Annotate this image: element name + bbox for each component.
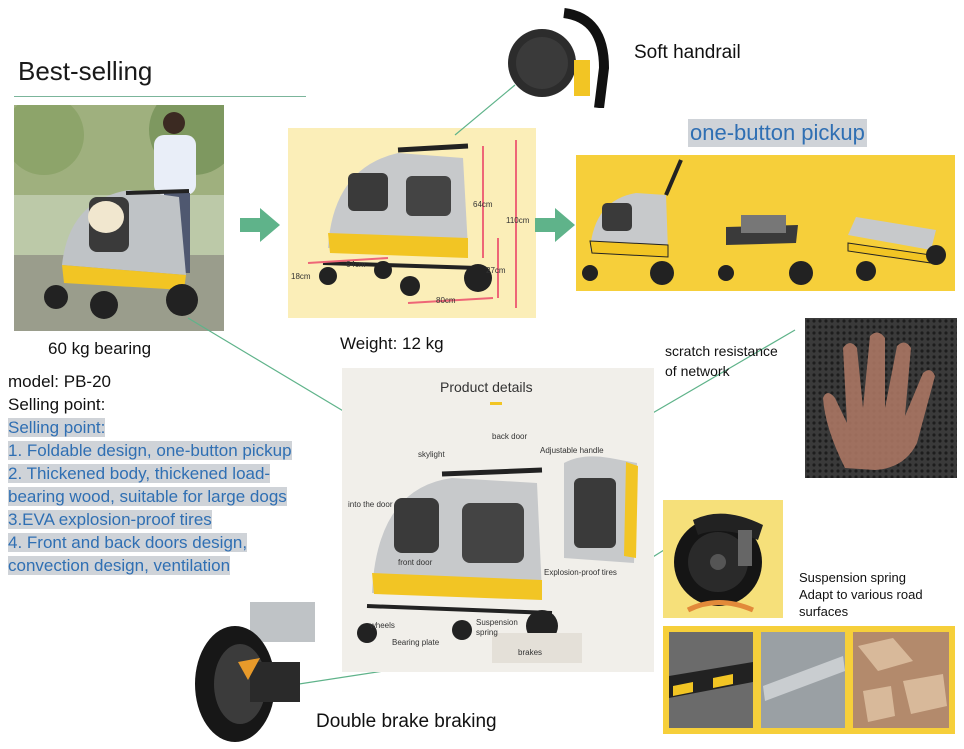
label-adjustable-handle: Adjustable handle	[540, 446, 604, 455]
label-bearing-plate: Bearing plate	[392, 638, 440, 647]
connector-line-handrail	[454, 84, 516, 136]
caption-suspension-1: Suspension spring	[799, 570, 906, 585]
label-skylight: skylight	[418, 450, 445, 459]
label-front-door: front door	[398, 558, 433, 567]
page-title: Best-selling	[18, 56, 153, 86]
caption-suspension-3: surfaces	[799, 604, 849, 619]
dim-width: 64cm	[346, 260, 366, 269]
brake-closeup-photo	[190, 602, 315, 744]
folding-steps-panel	[576, 155, 955, 291]
spec-model: model: PB-20	[8, 372, 111, 391]
spec-point-4b: convection design, ventilation	[8, 556, 231, 575]
mesh-hand-photo	[805, 318, 957, 478]
spec-point-2b: bearing wood, suitable for large dogs	[8, 487, 287, 506]
spec-point-4a: 4. Front and back doors design,	[8, 533, 248, 552]
dim-wheel: 18cm	[291, 272, 311, 281]
label-back-door: back door	[492, 432, 528, 441]
product-details-panel: Product details skylight back door Adjus…	[342, 368, 654, 672]
label-wheels: wheels	[370, 621, 395, 630]
spec-point-1: 1. Foldable design, one-button pickup	[8, 441, 292, 460]
caption-brake: Double brake braking	[316, 711, 497, 732]
caption-weight: Weight: 12 kg	[340, 334, 444, 353]
caption-handrail: Soft handrail	[634, 42, 741, 63]
label-suspension-2: spring	[476, 628, 498, 637]
spec-block: model: PB-20 Selling point: Selling poin…	[8, 370, 338, 577]
dimension-diagram: 64cm 110cm 27cm 18cm 64cm 80cm	[288, 128, 536, 318]
dim-height-top: 64cm	[473, 200, 493, 209]
caption-suspension-2: Adapt to various road	[799, 587, 923, 602]
suspension-wheel-photo	[663, 500, 783, 618]
arrow-right-icon	[240, 208, 280, 247]
road-surfaces-panel	[663, 626, 955, 734]
spec-selling-point-plain: Selling point:	[8, 395, 106, 414]
product-details-title: Product details	[440, 379, 533, 395]
arrow-right-icon	[535, 208, 575, 247]
handrail-closeup	[504, 8, 614, 109]
spec-selling-point-hl: Selling point:	[8, 418, 106, 437]
label-into-door: into the door	[348, 500, 393, 509]
dim-height-low: 27cm	[486, 266, 506, 275]
pickup-title: one-button pickup	[688, 119, 867, 147]
photo-dog-stroller-outdoor	[14, 105, 224, 331]
title-divider	[14, 96, 306, 97]
spec-point-3: 3.EVA explosion-proof tires	[8, 510, 212, 529]
label-suspension-1: Suspension	[476, 618, 518, 627]
label-brakes: brakes	[518, 648, 543, 657]
caption-bearing: 60 kg bearing	[48, 339, 152, 358]
spec-point-2a: 2. Thickened body, thickened load-	[8, 464, 271, 483]
caption-scratch-2: of network	[665, 363, 730, 379]
dim-length: 80cm	[436, 296, 456, 305]
dim-height-total: 110cm	[506, 216, 530, 225]
caption-scratch-1: scratch resistance	[665, 343, 778, 359]
label-explosion-tires: Explosion-proof tires	[544, 568, 617, 577]
